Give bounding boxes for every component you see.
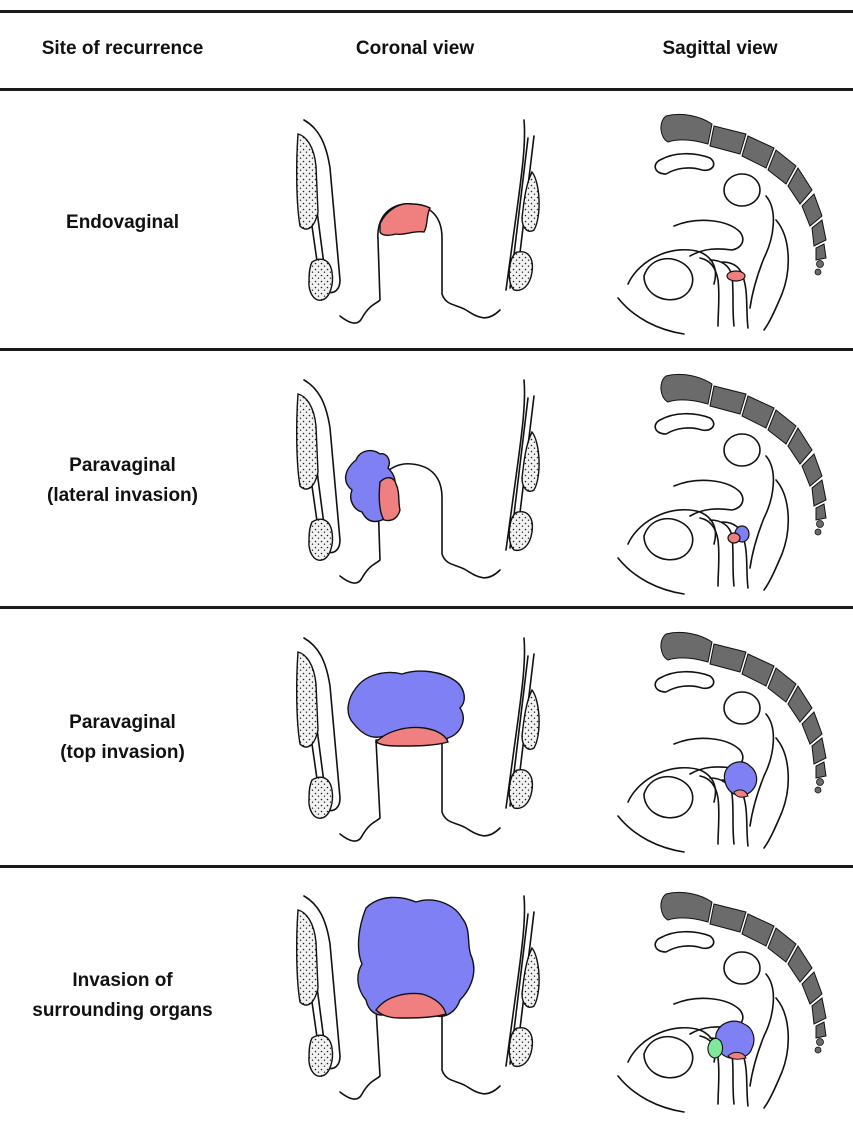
site-line: Endovaginal <box>0 208 245 238</box>
tumor-endovaginal <box>380 204 430 236</box>
site-label-paravaginal-lateral: Paravaginal (lateral invasion) <box>0 451 245 511</box>
table-top-rule <box>0 10 853 13</box>
site-line: Invasion of <box>0 966 245 996</box>
site-label-paravaginal-top: Paravaginal (top invasion) <box>0 708 245 768</box>
header-sagittal: Sagittal view <box>590 38 850 60</box>
site-line: Paravaginal <box>0 708 245 738</box>
site-line: Paravaginal <box>0 451 245 481</box>
coronal-figure-paravaginal-lateral <box>296 372 556 602</box>
coronal-figure-paravaginal-top <box>296 630 556 860</box>
site-line: surrounding organs <box>0 996 245 1026</box>
site-label-surrounding-organs: Invasion of surrounding organs <box>0 966 245 1026</box>
site-line: (lateral invasion) <box>0 481 245 511</box>
row-divider <box>0 606 853 609</box>
vagina-outline <box>340 740 500 841</box>
site-line: (top invasion) <box>0 738 245 768</box>
vagina-outline <box>340 1008 500 1099</box>
row-divider <box>0 865 853 868</box>
site-label-endovaginal: Endovaginal <box>0 208 245 238</box>
row-divider <box>0 348 853 351</box>
sagittal-figure-paravaginal-top <box>614 626 844 856</box>
tumor-endovaginal <box>728 533 740 543</box>
tumor-endovaginal <box>379 478 400 521</box>
header-site: Site of recurrence <box>0 38 245 60</box>
tumor-endovaginal <box>727 271 745 281</box>
header-bottom-rule <box>0 88 853 91</box>
sagittal-figure-paravaginal-lateral <box>614 368 844 598</box>
sagittal-figure-endovaginal <box>614 108 844 338</box>
tumor-organ-invasion <box>708 1038 723 1058</box>
coronal-figure-endovaginal <box>296 112 556 342</box>
header-coronal: Coronal view <box>285 38 545 60</box>
sagittal-figure-surrounding-organs <box>614 886 844 1118</box>
coronal-figure-surrounding-organs <box>296 888 556 1120</box>
